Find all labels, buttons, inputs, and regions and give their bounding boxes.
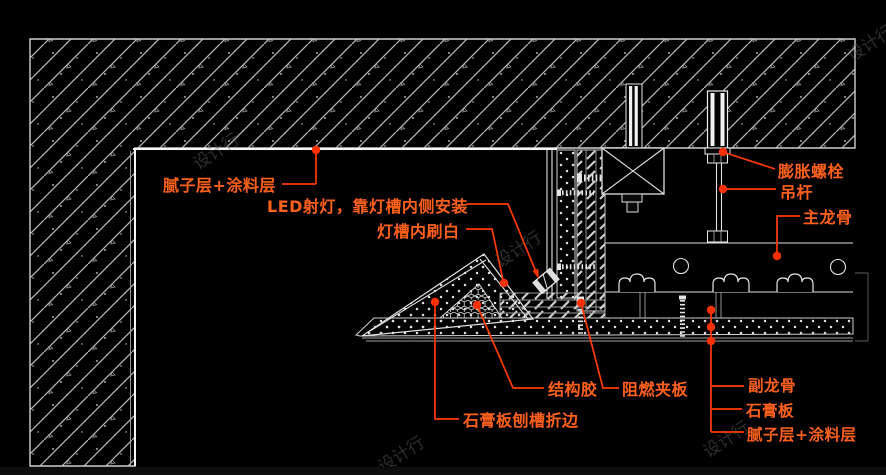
label-putty-paint-bottom: 腻子层+涂料层 (747, 425, 857, 444)
hanger-assembly (704, 90, 731, 243)
screw-vertical (577, 295, 686, 337)
label-structural-adhesive: 结构胶 (547, 380, 598, 399)
expansion-bolt (704, 90, 731, 164)
hanger-rod (707, 163, 728, 243)
label-gypsum-groove-fold: 石膏板刨槽折边 (462, 411, 579, 430)
annotations: 腻子层+涂料层 LED射灯，靠灯槽内侧安装 灯槽内刷白 膨胀螺栓 吊杆 主龙骨 … (163, 162, 857, 444)
trough-back-post (546, 149, 631, 312)
light-trough-triangle (361, 253, 535, 337)
label-sub-keel: 副龙骨 (748, 376, 796, 395)
label-led-spotlight: LED射灯，靠灯槽内侧安装 (267, 197, 468, 216)
furring-channel-section (618, 273, 814, 292)
label-trough-whitewash: 灯槽内刷白 (377, 222, 460, 241)
led-spotlight-fixture (532, 267, 560, 295)
watermark-text: 设计行 (700, 418, 754, 463)
label-hanger-rod: 吊杆 (780, 183, 813, 202)
concrete-slab-section (29, 38, 856, 467)
label-fire-retardant-plywood: 阻燃夹板 (622, 380, 689, 399)
leader-lines (282, 145, 800, 433)
structural-adhesive-fill (438, 283, 503, 319)
bottom-letterbox (0, 467, 886, 475)
label-expansion-bolt: 膨胀螺栓 (778, 162, 845, 181)
wood-blocking-cross (601, 83, 665, 213)
label-gypsum-board: 石膏板 (745, 401, 794, 420)
label-main-keel: 主龙骨 (803, 208, 853, 227)
label-putty-paint-top: 腻子层+涂料层 (163, 176, 276, 195)
watermark-text: 设计行 (492, 228, 546, 273)
